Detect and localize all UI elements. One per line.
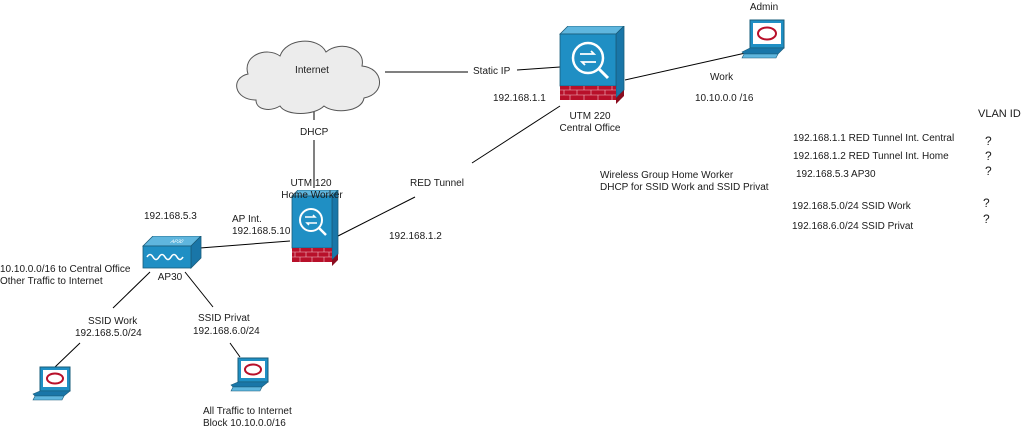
ap30-routing-note-line1: 10.10.0.0/16 to Central Office	[0, 264, 131, 275]
ssid-privat-workstation-icon[interactable]	[228, 357, 272, 393]
wireless-group-note-line2: DHCP for SSID Work and SSID Privat	[600, 182, 769, 193]
ap30-badge-text: AP30	[169, 239, 184, 245]
ap30-access-point-icon[interactable]: AP30	[141, 236, 203, 270]
ssid-work-label: SSID Work	[88, 316, 138, 327]
vlan-row-text: 192.168.6.0/24 SSID Privat	[792, 221, 914, 232]
vlan-row-value: ?	[985, 149, 992, 163]
red-tunnel-label: RED Tunnel	[410, 178, 464, 189]
ap30-label: AP30	[157, 272, 183, 283]
ssid-work-network-label: 192.168.5.0/24	[75, 328, 142, 339]
static-ip-label: Static IP	[473, 66, 511, 77]
utm120-firewall-icon[interactable]	[290, 190, 340, 266]
ap30-ip-label: 192.168.5.3	[144, 211, 197, 222]
vlan-row-text: 192.168.1.2 RED Tunnel Int. Home	[793, 151, 949, 162]
ap-int-label: AP Int.	[232, 214, 262, 225]
utm220-sublabel: Central Office	[559, 123, 621, 134]
internet-label: Internet	[295, 65, 329, 76]
utm220-label: UTM 220	[569, 111, 611, 122]
home-red-ip-label: 192.168.1.2	[389, 231, 442, 242]
utm120-sublabel: Home Worker	[281, 190, 343, 201]
link-ssid-work-pc	[54, 342, 81, 368]
link-red-tunnel-b	[337, 196, 416, 237]
vlan-row-value: ?	[985, 164, 992, 178]
link-ap30-ssid-work	[112, 271, 151, 309]
utm220-firewall-icon[interactable]	[558, 26, 626, 104]
vlan-row-text: 192.168.5.3 AP30	[796, 169, 876, 180]
work-network-label: 10.10.0.0 /16	[695, 93, 754, 104]
work-label: Work	[710, 72, 734, 83]
vlan-id-heading: VLAN ID	[978, 108, 1021, 120]
vlan-row-value: ?	[983, 212, 990, 226]
ap30-routing-note-line2: Other Traffic to Internet	[0, 276, 103, 287]
ssid-privat-label: SSID Privat	[198, 313, 250, 324]
admin-label: Admin	[749, 2, 779, 13]
ssid-privat-network-label: 192.168.6.0/24	[193, 326, 260, 337]
dhcp-label: DHCP	[300, 127, 329, 138]
internet-cloud-icon	[236, 40, 380, 114]
vlan-row-text: 192.168.5.0/24 SSID Work	[792, 201, 911, 212]
vlan-row-value: ?	[985, 134, 992, 148]
link-ssid-privat-pc	[229, 342, 241, 358]
vlan-row-value: ?	[983, 196, 990, 210]
vlan-row-text: 192.168.1.1 RED Tunnel Int. Central	[793, 133, 955, 144]
link-ap30-utm120	[199, 240, 291, 249]
link-internet-utm220-b	[516, 66, 561, 71]
link-utm220-admin	[624, 51, 751, 81]
privat-policy-line2: Block 10.10.0.0/16	[203, 418, 286, 429]
utm120-label: UTM 120	[290, 178, 332, 189]
link-ap30-ssid-privat	[184, 271, 214, 308]
link-red-tunnel-a	[471, 105, 561, 164]
privat-policy-line1: All Traffic to Internet	[203, 406, 292, 417]
ssid-work-workstation-icon[interactable]	[30, 366, 74, 402]
ap-int-ip-label: 192.168.5.10	[232, 226, 291, 237]
admin-workstation-icon[interactable]	[738, 18, 788, 60]
wireless-group-note-line1: Wireless Group Home Worker	[600, 170, 734, 181]
central-red-ip-label: 192.168.1.1	[493, 93, 546, 104]
